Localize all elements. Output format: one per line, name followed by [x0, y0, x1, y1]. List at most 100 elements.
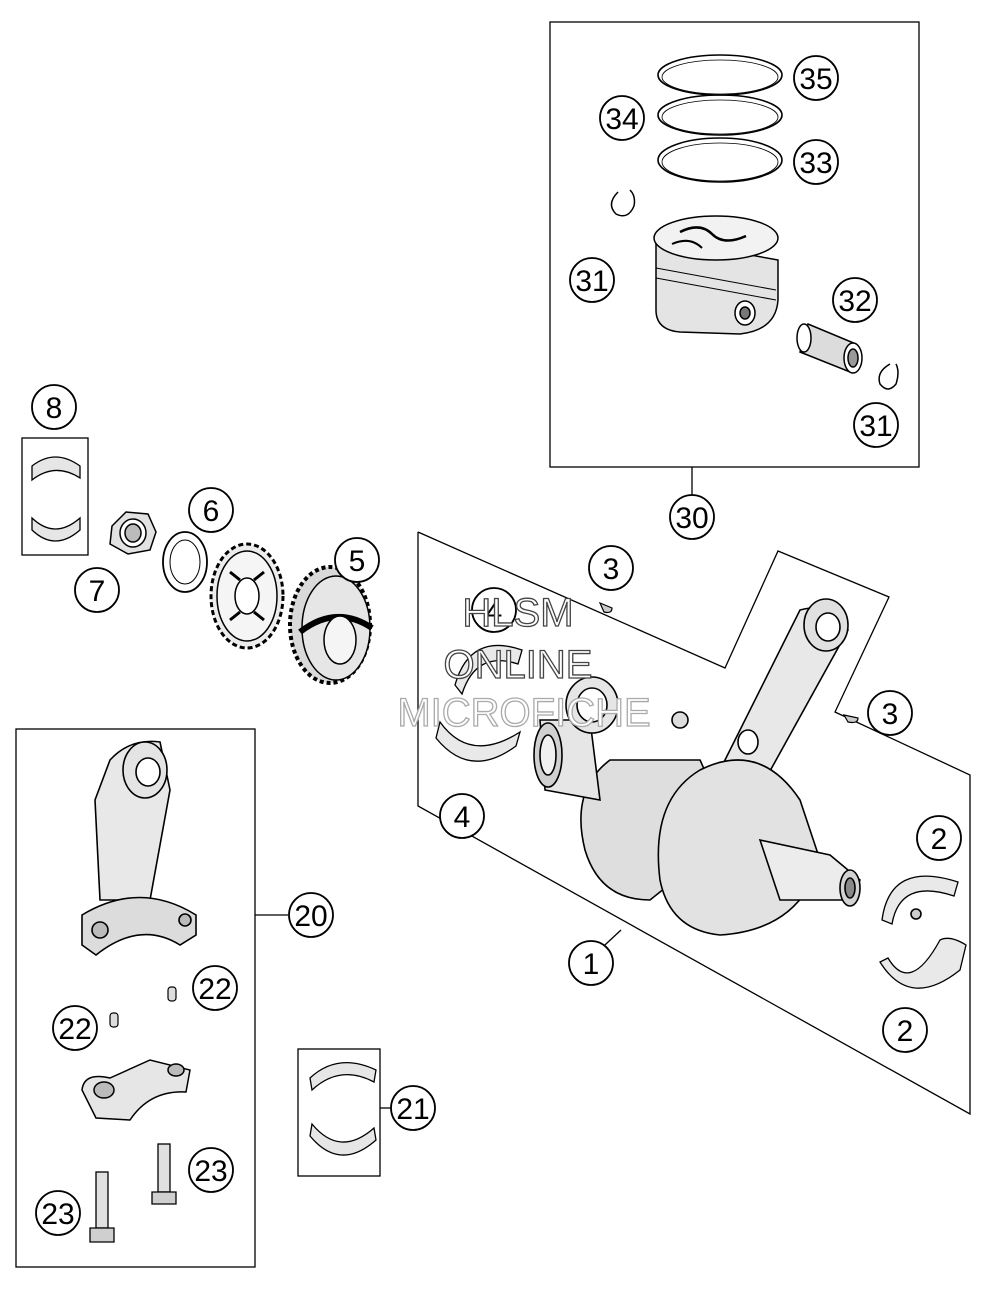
callout-circle [867, 690, 913, 736]
nut-icon [109, 511, 157, 555]
callout-c6: 6 [188, 487, 234, 533]
callout-circle [669, 494, 715, 540]
callout-label: 1 [583, 948, 600, 981]
callout-circle [31, 384, 77, 430]
callout-label: 5 [349, 545, 366, 578]
watermark-line-3: MICROFICHE [397, 691, 650, 735]
watermark-line-2: ONLINE [444, 643, 593, 687]
callout-c30: 30 [669, 494, 715, 540]
callout-c34: 34 [599, 95, 645, 141]
callout-c33: 33 [793, 139, 839, 185]
circlip-left-icon [610, 189, 636, 217]
callout-label: 23 [194, 1155, 227, 1188]
watermark: HLSM ONLINE MICROFICHE [397, 590, 652, 735]
piston-ring-35 [657, 54, 783, 96]
callout-label: 31 [575, 265, 608, 298]
conrod-bolt-icon [89, 1143, 177, 1243]
callout-label: 30 [675, 502, 708, 535]
callout-circle [793, 139, 839, 185]
callout-c4b: 4 [439, 793, 485, 839]
callout-label: 3 [603, 553, 620, 586]
conrod-cap-icon [81, 1059, 191, 1121]
callout-label: 8 [46, 392, 63, 425]
callout-label: 4 [486, 595, 503, 628]
callout-label: 7 [89, 575, 106, 608]
callout-c35: 35 [793, 55, 839, 101]
bearing-8-box [21, 437, 89, 556]
callout-c21: 21 [390, 1085, 436, 1131]
callout-circle [916, 815, 962, 861]
callout-circle [588, 545, 634, 591]
callout-c7: 7 [74, 567, 120, 613]
bearing-shell-8-icon [31, 456, 81, 542]
callout-circle [188, 487, 234, 533]
piston-pin-icon [796, 322, 863, 374]
watermark-line-1: HLSM [462, 591, 573, 635]
callout-circle [599, 95, 645, 141]
callout-label: 35 [799, 63, 832, 96]
callout-circle [832, 277, 878, 323]
callout-c32: 32 [832, 277, 878, 323]
callout-label: 2 [897, 1015, 914, 1048]
callout-c8: 8 [31, 384, 77, 430]
callout-label: 31 [859, 410, 892, 443]
callout-c3b: 3 [867, 690, 913, 736]
sprocket-icon [209, 542, 285, 650]
callout-circle [439, 793, 485, 839]
callout-label: 33 [799, 147, 832, 180]
callout-label: 6 [203, 495, 220, 528]
callout-c22b: 22 [52, 1005, 98, 1051]
callout-label: 2 [931, 823, 948, 856]
callout-label: 22 [198, 973, 231, 1006]
bearing-21-box [297, 1048, 392, 1177]
connecting-rod-icon [81, 740, 197, 957]
callout-label: 21 [396, 1093, 429, 1126]
conrod-group-box [15, 728, 288, 1268]
bearing-shell-2-icon [879, 875, 967, 989]
callout-circle [390, 1085, 436, 1131]
woodruff-key-icon [598, 601, 859, 724]
callout-circle [288, 892, 334, 938]
callout-circle [568, 940, 614, 986]
piston-group-box [549, 21, 920, 497]
callout-circle [853, 402, 899, 448]
callout-label: 3 [882, 698, 899, 731]
callout-c2a: 2 [916, 815, 962, 861]
callout-c3a: 3 [588, 545, 634, 591]
piston-ring-33 [657, 137, 783, 183]
callout-label: 20 [294, 900, 327, 933]
crankshaft-icon [533, 598, 922, 936]
piston-ring-34 [657, 94, 783, 136]
callout-c20: 20 [288, 892, 334, 938]
callout-label: 4 [454, 801, 471, 834]
callout-c22a: 22 [192, 965, 238, 1011]
callout-c31a: 31 [569, 257, 615, 303]
gear-icon [288, 565, 374, 685]
callout-label: 32 [838, 285, 871, 318]
callout-c2b: 2 [882, 1007, 928, 1053]
callout-c1: 1 [568, 940, 614, 986]
callout-label: 34 [605, 103, 638, 136]
callout-circle [52, 1005, 98, 1051]
bearing-shell-21-icon [309, 1062, 377, 1156]
circlip-right-icon [878, 363, 899, 390]
callout-c5: 5 [334, 537, 380, 583]
washer-icon [162, 531, 208, 593]
callout-c4a: 4 [471, 587, 517, 633]
callout-circle [471, 587, 517, 633]
callout-circle [569, 257, 615, 303]
callout-label: 23 [41, 1198, 74, 1231]
callout-circle [334, 537, 380, 583]
callout-c23b: 23 [35, 1190, 81, 1236]
callout-label: 22 [58, 1013, 91, 1046]
callout-circle [35, 1190, 81, 1236]
bearing-shell-4-icon [435, 644, 523, 762]
callout-c31b: 31 [853, 402, 899, 448]
dowel-pin-icon [109, 986, 177, 1028]
piston-icon [653, 215, 779, 335]
callout-circle [192, 965, 238, 1011]
callout-circle [188, 1147, 234, 1193]
callout-c23a: 23 [188, 1147, 234, 1193]
